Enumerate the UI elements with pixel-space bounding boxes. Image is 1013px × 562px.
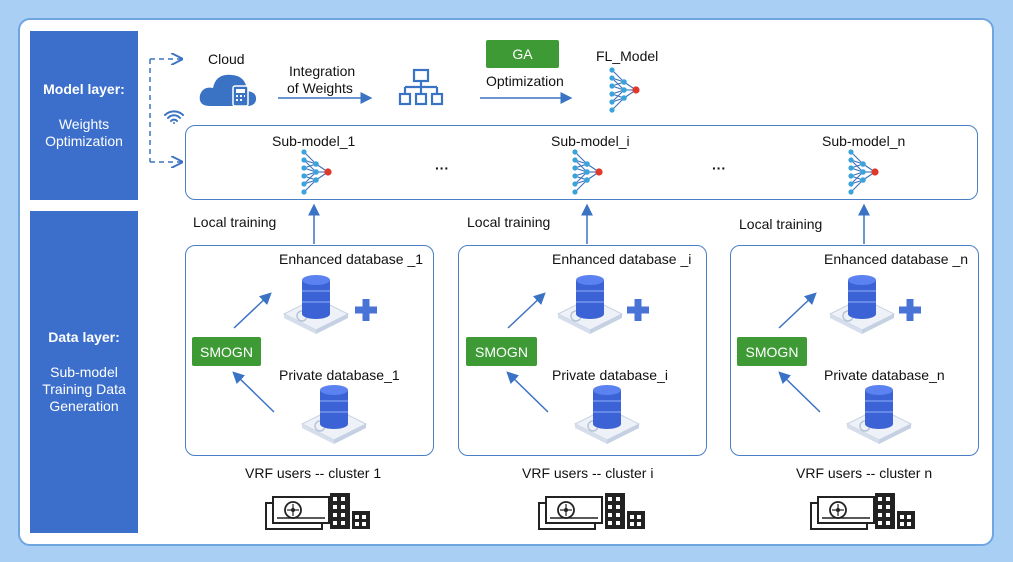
model-layer-subtitle-2: Optimization	[45, 133, 123, 149]
data-layer-label: Data layer: Sub-model Training Data Gene…	[30, 211, 138, 533]
plus-icon-i	[627, 299, 649, 321]
vrf-unit-icon-i	[538, 496, 603, 530]
vrf-users-label-i: VRF users -- cluster i	[522, 465, 654, 481]
smogn-badge-i: SMOGN	[466, 337, 537, 366]
data-layer-subtitle-3: Generation	[49, 398, 119, 414]
integration-label-1: Integration	[289, 63, 356, 79]
smogn-badge-n: SMOGN	[737, 337, 807, 366]
cluster-box-i	[458, 245, 707, 456]
model-layer-label: Model layer: Weights Optimization	[30, 31, 138, 200]
cluster-box-n	[730, 245, 979, 456]
model-layer-title: Model layer:	[43, 81, 125, 97]
ellipsis-1: ···	[435, 160, 449, 176]
integration-label-2: of Weights	[287, 80, 353, 96]
submodels-box	[185, 125, 978, 200]
buildings-icon-i	[605, 493, 645, 529]
private-db-label-n: Private database_n	[824, 367, 945, 383]
fl-model-label: FL_Model	[596, 48, 659, 64]
cloud-icon	[199, 74, 257, 107]
smogn-arrow-up-1	[233, 292, 272, 329]
vrf-users-label-1: VRF users -- cluster 1	[245, 465, 382, 481]
data-layer-subtitle-1: Sub-model	[50, 364, 118, 380]
submodel-n-label: Sub-model_n	[822, 133, 906, 149]
model-layer-subtitle-1: Weights	[58, 116, 110, 132]
smogn-arrow-up-i	[507, 292, 546, 329]
data-layer-subtitle-2: Training Data	[42, 381, 126, 397]
plus-icon-n	[899, 299, 921, 321]
data-layer-title: Data layer:	[48, 329, 120, 345]
network-hierarchy-icon	[398, 68, 444, 106]
wifi-icon	[164, 110, 184, 124]
plus-icon-1	[355, 299, 377, 321]
local-training-label-n: Local training	[739, 216, 823, 232]
private-db-label-i: Private database_i	[552, 367, 668, 383]
cloud-label: Cloud	[208, 51, 245, 67]
enhanced-db-label-1: Enhanced database _1	[279, 251, 424, 267]
smogn-arrow-in-1	[232, 371, 275, 413]
enhanced-db-icon-1	[283, 274, 349, 335]
diagram-panel	[18, 18, 994, 546]
dashed-connector	[149, 59, 182, 162]
private-db-label-1: Private database_1	[279, 367, 400, 383]
smogn-badge-1: SMOGN	[192, 337, 261, 366]
cluster-box-1	[185, 245, 434, 456]
submodel-1-label: Sub-model_1	[272, 133, 356, 149]
submodel-i-label: Sub-model_i	[551, 133, 630, 149]
private-db-icon-n	[846, 384, 912, 445]
optimization-label: Optimization	[486, 73, 564, 89]
smogn-arrow-up-n	[778, 292, 817, 329]
vrf-unit-icon-n	[810, 496, 875, 530]
enhanced-db-label-i: Enhanced database _i	[552, 251, 692, 267]
ga-badge: GA	[486, 40, 559, 68]
buildings-icon-n	[875, 493, 915, 529]
submodel-n-network-icon	[847, 148, 880, 196]
private-db-icon-1	[301, 384, 367, 445]
local-training-label-i: Local training	[467, 214, 551, 230]
enhanced-db-label-n: Enhanced database _n	[824, 251, 969, 267]
local-training-label-1: Local training	[193, 214, 277, 230]
enhanced-db-icon-n	[829, 274, 895, 335]
smogn-arrow-in-n	[778, 371, 821, 413]
enhanced-db-icon-i	[557, 274, 623, 335]
vrf-users-label-n: VRF users -- cluster n	[796, 465, 933, 481]
submodel-1-network-icon	[300, 148, 333, 196]
smogn-arrow-in-i	[506, 371, 549, 413]
submodel-i-network-icon	[571, 148, 604, 196]
ellipsis-2: ···	[712, 160, 726, 176]
private-db-icon-i	[574, 384, 640, 445]
buildings-icon-1	[330, 493, 370, 529]
fl-model-network-icon	[608, 66, 641, 114]
vrf-unit-icon-1	[265, 496, 330, 530]
